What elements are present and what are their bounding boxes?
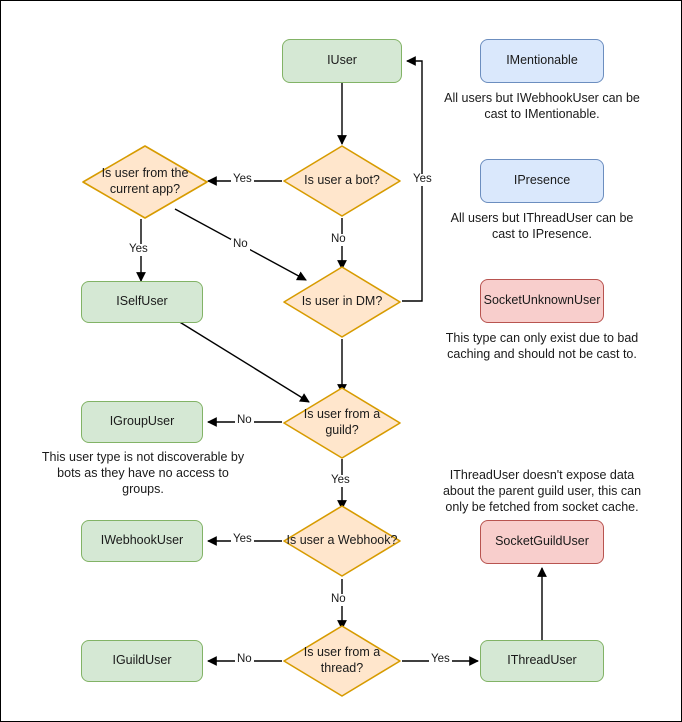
node-is-user-in-dm-label: Is user in DM? xyxy=(301,294,383,309)
node-iguilduser-label: IGuildUser xyxy=(112,653,172,668)
diamond-shape-icon xyxy=(283,625,401,697)
node-is-user-from-thread[interactable]: Is user from a thread? xyxy=(282,624,402,698)
diamond-shape-icon xyxy=(283,145,401,217)
note-igroupuser: This user type is not discoverable by bo… xyxy=(41,450,245,496)
node-ithreaduser-label: IThreadUser xyxy=(507,653,577,668)
diamond-shape-icon xyxy=(283,266,401,338)
node-is-user-from-guild-label: Is user from a guild? xyxy=(303,407,381,437)
note-imentionable: All users but IWebhookUser can be cast t… xyxy=(444,91,640,121)
edge-label-bot-yes: Yes xyxy=(231,173,254,186)
node-socketunknownuser-label: SocketUnknownUser xyxy=(483,293,601,308)
node-ithreaduser[interactable]: IThreadUser xyxy=(480,640,604,682)
node-iwebhookuser[interactable]: IWebhookUser xyxy=(81,520,203,562)
node-is-user-a-webhook-label: Is user a Webhook? xyxy=(286,533,398,548)
diamond-shape-icon xyxy=(82,145,208,219)
node-is-user-from-current-app[interactable]: Is user from the current app? xyxy=(81,144,209,220)
edge-label-thread-yes: Yes xyxy=(429,653,452,666)
edge-label-dm-yes: Yes xyxy=(411,173,434,186)
node-is-user-a-bot[interactable]: Is user a bot? xyxy=(282,144,402,218)
diamond-shape-icon xyxy=(283,505,401,577)
node-socketunknownuser[interactable]: SocketUnknownUser xyxy=(480,279,604,323)
note-socketunknownuser: This type can only exist due to bad cach… xyxy=(445,331,639,361)
node-iguilduser[interactable]: IGuildUser xyxy=(81,640,203,682)
edge-label-guild-yes: Yes xyxy=(329,474,352,487)
note-socketguilduser: IThreadUser doesn't expose data about th… xyxy=(442,468,642,514)
node-iuser[interactable]: IUser xyxy=(282,39,402,83)
edge-label-thread-no: No xyxy=(235,653,254,666)
node-is-user-in-dm[interactable]: Is user in DM? xyxy=(282,265,402,339)
edge-label-webhook-no: No xyxy=(329,593,348,606)
node-igroupuser-label: IGroupUser xyxy=(109,414,175,429)
node-is-user-from-thread-label: Is user from a thread? xyxy=(303,645,381,675)
note-ipresence: All users but IThreadUser can be cast to… xyxy=(450,211,634,241)
node-iselfuser-label: ISelfUser xyxy=(116,294,168,309)
edge-label-webhook-yes: Yes xyxy=(231,533,254,546)
node-is-user-a-webhook[interactable]: Is user a Webhook? xyxy=(282,504,402,578)
node-is-user-a-bot-label: Is user a bot? xyxy=(304,173,380,188)
node-is-user-from-guild[interactable]: Is user from a guild? xyxy=(282,386,402,460)
node-igroupuser[interactable]: IGroupUser xyxy=(81,401,203,443)
node-socketguilduser-label: SocketGuildUser xyxy=(495,534,589,549)
diamond-shape-icon xyxy=(283,387,401,459)
node-imentionable[interactable]: IMentionable xyxy=(480,39,604,83)
node-iselfuser[interactable]: ISelfUser xyxy=(81,281,203,323)
node-imentionable-label: IMentionable xyxy=(506,53,578,68)
node-is-user-from-current-app-label: Is user from the current app? xyxy=(101,166,189,196)
edge-label-guild-no: No xyxy=(235,414,254,427)
node-ipresence[interactable]: IPresence xyxy=(480,159,604,203)
edge-label-current-app-yes: Yes xyxy=(127,243,150,256)
node-iwebhookuser-label: IWebhookUser xyxy=(100,533,184,548)
edge-label-current-app-no: No xyxy=(231,238,250,251)
node-socketguilduser[interactable]: SocketGuildUser xyxy=(480,520,604,564)
node-iuser-label: IUser xyxy=(327,53,357,68)
node-ipresence-label: IPresence xyxy=(513,173,571,188)
edge-label-bot-no: No xyxy=(329,233,348,246)
